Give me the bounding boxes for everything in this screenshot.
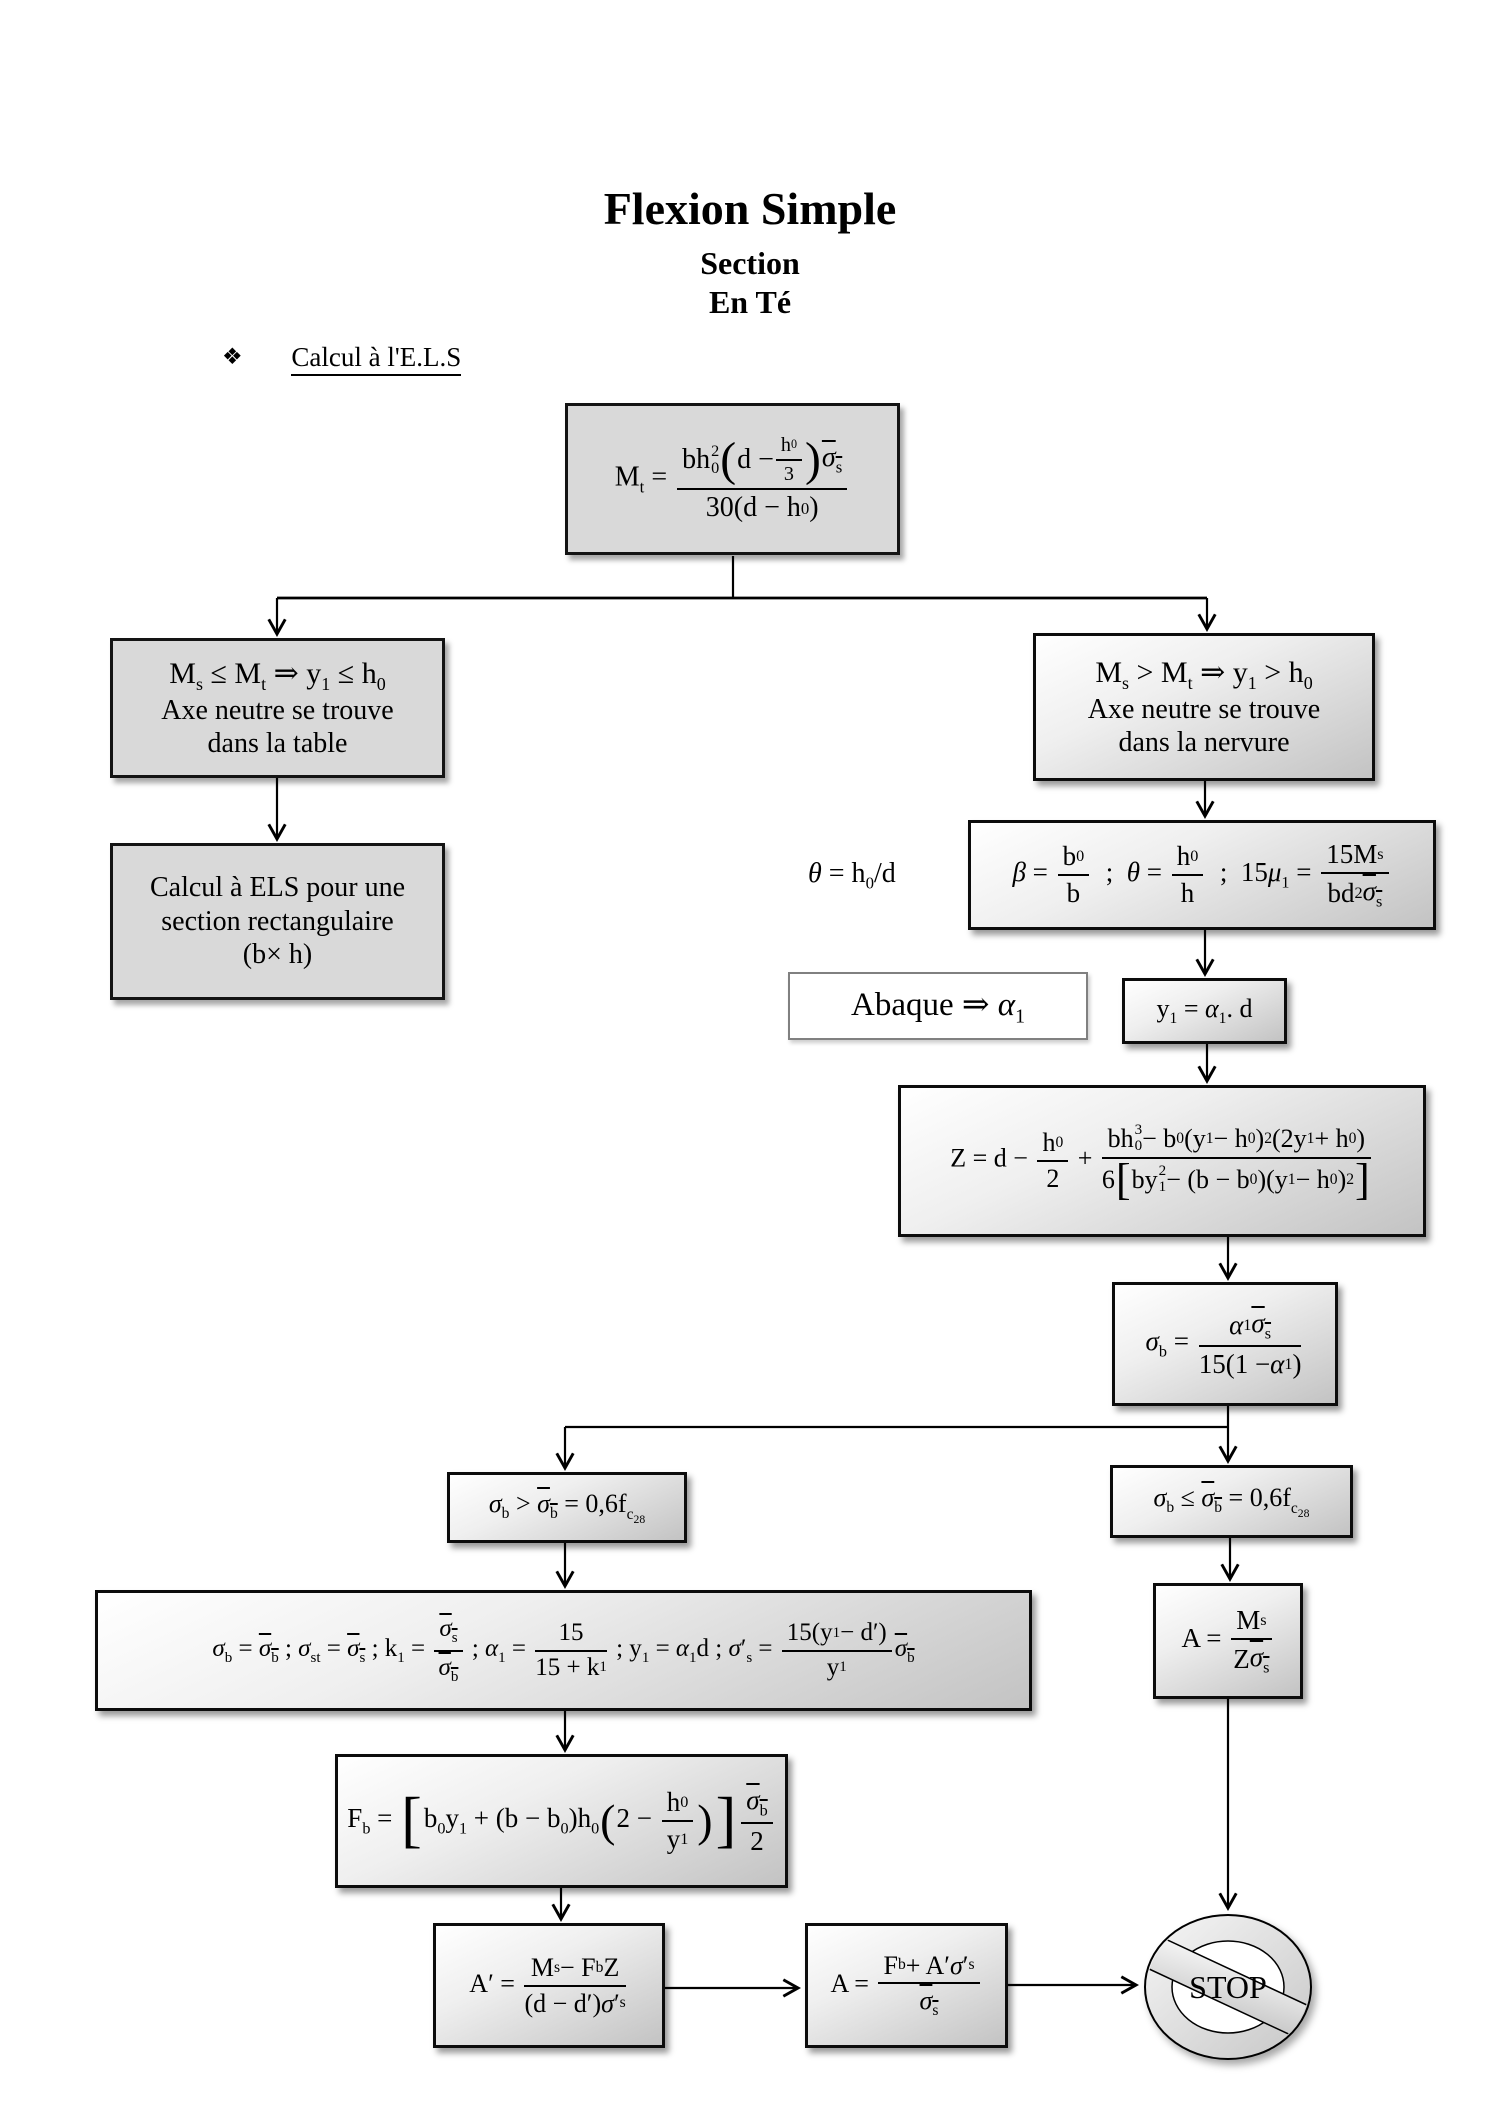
case-table-formula: Ms ≤ Mt ⇒ y1 ≤ h0 bbox=[169, 657, 386, 695]
case-nervure-text: Axe neutre se trouve dans la nervure bbox=[1087, 694, 1321, 758]
page-subtitle-ente: En Té bbox=[708, 284, 792, 320]
page-title: Flexion Simple bbox=[603, 183, 897, 234]
note-theta: θ = h0/d bbox=[808, 858, 896, 894]
abaque-formula: Abaque ⇒ α1 bbox=[851, 986, 1025, 1028]
rect-els-text: Calcul à ELS pour une section rectangula… bbox=[149, 872, 406, 971]
case-table-text: Axe neutre se trouve dans la table bbox=[161, 695, 394, 759]
stop-sign: STOP bbox=[1142, 1912, 1314, 2062]
node-case-nervure: Ms > Mt ⇒ y1 > h0 Axe neutre se trouve d… bbox=[1033, 633, 1375, 781]
stop-label: STOP bbox=[1189, 1969, 1267, 2005]
bullet-label: Calcul à l'E.L.S bbox=[291, 342, 462, 376]
note-theta-formula: θ = h0/d bbox=[808, 858, 896, 893]
node-case-table: Ms ≤ Mt ⇒ y1 ≤ h0 Axe neutre se trouve d… bbox=[110, 638, 445, 778]
node-abaque: Abaque ⇒ α1 bbox=[788, 972, 1088, 1040]
cond-exceed-formula: σb > σb = 0,6fc28 bbox=[488, 1489, 646, 1526]
node-y1: y1 = α1. d bbox=[1122, 978, 1287, 1044]
y1-formula: y1 = α1. d bbox=[1156, 993, 1253, 1028]
bullet-diamond-icon: ❖ bbox=[222, 344, 243, 369]
node-cond-exceed: σb > σb = 0,6fc28 bbox=[447, 1472, 687, 1543]
page-subtitle-section: Section bbox=[700, 245, 800, 281]
node-cond-ok: σb ≤ σb = 0,6fc28 bbox=[1110, 1465, 1353, 1538]
cond-ok-formula: σb ≤ σb = 0,6fc28 bbox=[1153, 1483, 1310, 1520]
case-nervure-formula: Ms > Mt ⇒ y1 > h0 bbox=[1095, 656, 1313, 694]
bullet-line: ❖ Calcul à l'E.L.S bbox=[222, 342, 462, 376]
node-rect-els: Calcul à ELS pour une section rectangula… bbox=[110, 843, 445, 1000]
no-entry-icon: STOP bbox=[1144, 1914, 1312, 2060]
